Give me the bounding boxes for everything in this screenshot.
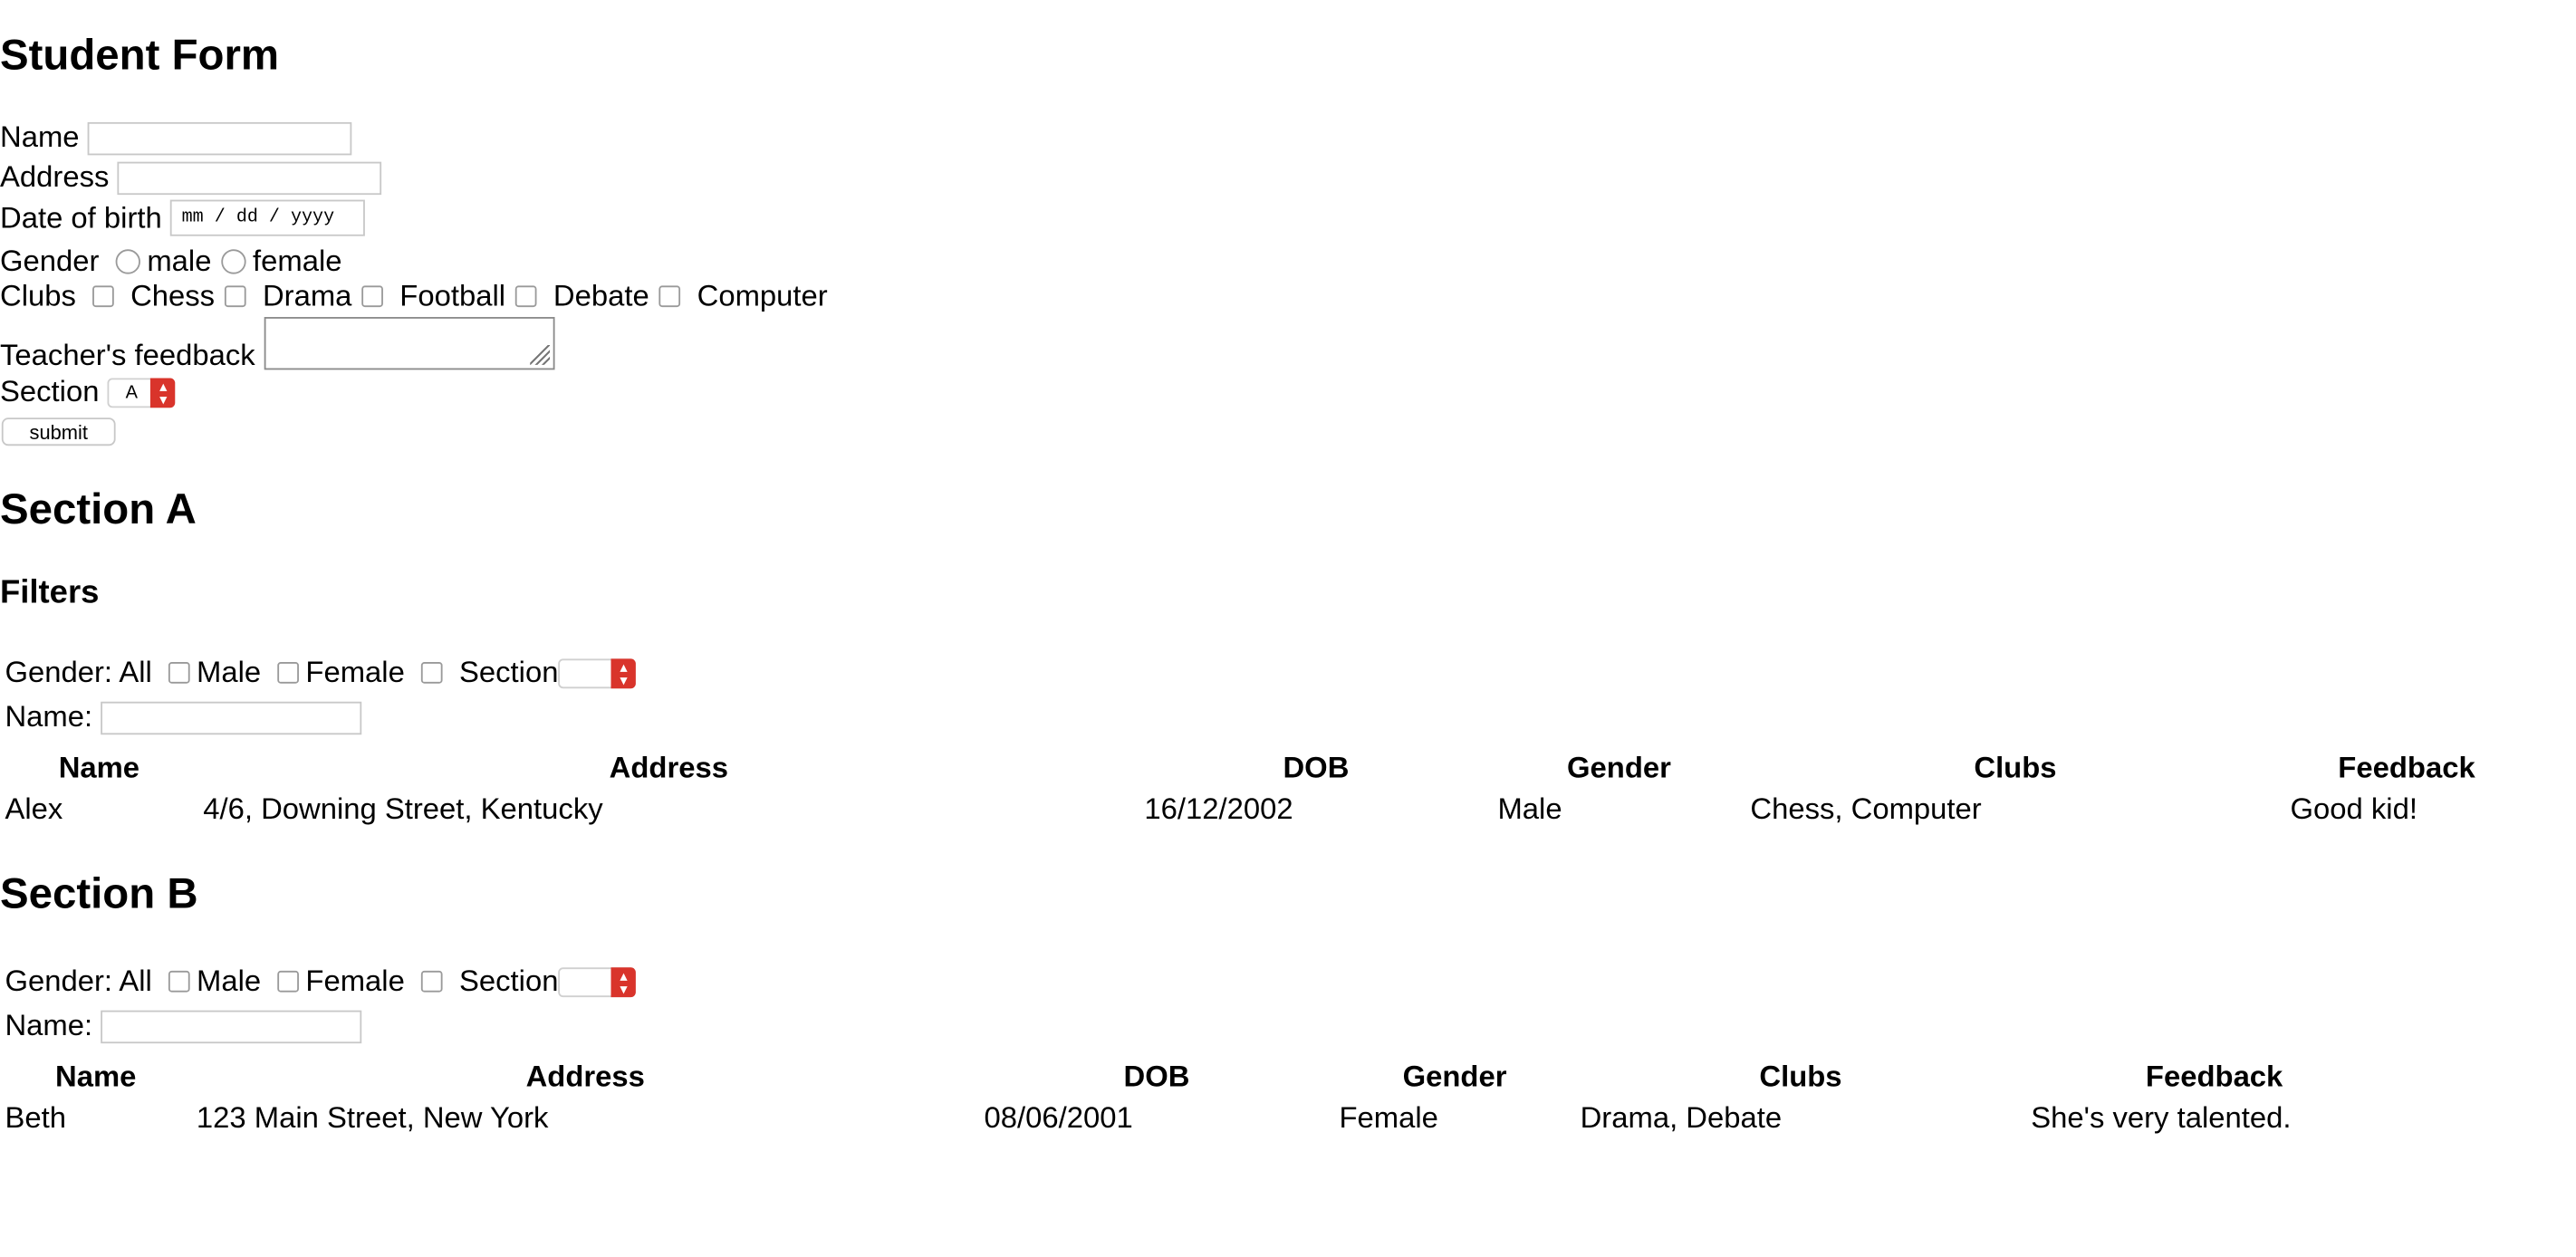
feedback-label: Teacher's feedback xyxy=(0,338,255,372)
name-filter-label: Name: xyxy=(5,699,93,734)
club-chess-checkbox[interactable] xyxy=(92,285,114,308)
gender-all-label: Gender: All xyxy=(5,655,152,689)
filter-female-label: Female xyxy=(305,964,405,998)
table-cell: Male xyxy=(1497,792,1562,826)
address-input[interactable] xyxy=(117,160,382,195)
filter-section-checkbox[interactable] xyxy=(421,662,443,684)
name-row: Name xyxy=(0,120,352,155)
section-b-filter-row: Gender: All Male Female Section ▴▾ xyxy=(5,964,637,999)
gender-female-label: female xyxy=(253,244,342,278)
column-header: Clubs xyxy=(1974,751,2057,784)
select-arrows-icon: ▴▾ xyxy=(610,966,637,997)
table-cell: Chess, Computer xyxy=(1750,792,1982,826)
gender-all-label: Gender: All xyxy=(5,964,152,998)
filter-section-select[interactable]: ▴▾ xyxy=(558,966,637,997)
submit-row: submit xyxy=(1,417,116,446)
table-cell: Female xyxy=(1339,1100,1438,1135)
table-cell: 08/06/2001 xyxy=(984,1100,1133,1135)
filter-female-checkbox[interactable] xyxy=(277,970,300,993)
section-b-name-filter-row: Name: xyxy=(5,1008,362,1043)
table-row: Beth 123 Main Street, New York 08/06/200… xyxy=(0,1098,2402,1139)
resize-grip-icon[interactable] xyxy=(529,345,550,365)
table-row: Alex 4/6, Downing Street, Kentucky 16/12… xyxy=(0,789,2528,830)
table-cell: Drama, Debate xyxy=(1580,1100,1783,1135)
name-label: Name xyxy=(0,120,80,154)
table-cell: Alex xyxy=(5,792,63,826)
table-cell: She's very talented. xyxy=(2031,1100,2292,1135)
column-header: Address xyxy=(525,1060,645,1093)
club-drama-label: Drama xyxy=(262,279,352,312)
filter-male-checkbox[interactable] xyxy=(168,970,190,993)
table-cell: 123 Main Street, New York xyxy=(196,1100,549,1135)
column-header: DOB xyxy=(1283,751,1350,784)
filters-title: Filters xyxy=(0,574,100,611)
club-chess-label: Chess xyxy=(130,279,216,312)
filter-section-label: Section xyxy=(458,655,559,689)
select-arrows-icon: ▴▾ xyxy=(150,377,176,408)
feedback-row: Teacher's feedback xyxy=(0,317,554,371)
form-title: Student Form xyxy=(0,29,280,80)
club-football-label: Football xyxy=(399,279,506,312)
filter-male-label: Male xyxy=(197,655,262,689)
filter-male-checkbox[interactable] xyxy=(168,662,190,684)
section-label: Section xyxy=(0,374,100,408)
table-cell: Good kid! xyxy=(2290,792,2417,826)
club-drama-checkbox[interactable] xyxy=(225,285,246,308)
dob-row: Date of birth mm / dd / yyyy xyxy=(0,199,365,236)
club-debate-label: Debate xyxy=(553,279,649,312)
section-b-title: Section B xyxy=(0,868,198,918)
gender-female-radio[interactable] xyxy=(221,249,246,274)
select-arrows-icon: ▴▾ xyxy=(610,657,637,688)
clubs-label: Clubs xyxy=(0,279,76,312)
name-filter-input[interactable] xyxy=(101,1009,362,1043)
address-label: Address xyxy=(0,159,110,194)
table-header-row: Name Address DOB Gender Clubs Feedback xyxy=(0,1057,2402,1099)
filter-male-label: Male xyxy=(197,964,262,998)
column-header: Clubs xyxy=(1759,1060,1842,1093)
column-header: DOB xyxy=(1123,1060,1190,1093)
gender-label: Gender xyxy=(0,244,100,278)
section-a-name-filter-row: Name: xyxy=(5,699,362,734)
dob-label: Date of birth xyxy=(0,200,162,234)
feedback-textarea[interactable] xyxy=(263,317,554,370)
table-header-row: Name Address DOB Gender Clubs Feedback xyxy=(0,748,2528,790)
submit-button[interactable]: submit xyxy=(1,417,116,446)
filter-section-label: Section xyxy=(458,964,559,998)
table-cell: Beth xyxy=(5,1100,66,1135)
section-select-value: A xyxy=(125,382,139,402)
section-b-table: Name Address DOB Gender Clubs Feedback B… xyxy=(0,1057,2402,1139)
name-filter-input[interactable] xyxy=(101,700,362,734)
section-row: Section A ▴▾ xyxy=(0,375,176,409)
club-debate-checkbox[interactable] xyxy=(515,285,537,308)
section-select[interactable]: A ▴▾ xyxy=(107,377,176,408)
section-a-title: Section A xyxy=(0,484,197,533)
column-header: Address xyxy=(609,751,728,784)
table-cell: 16/12/2002 xyxy=(1144,792,1293,826)
club-football-checkbox[interactable] xyxy=(361,285,384,308)
column-header: Name xyxy=(58,751,140,784)
name-filter-label: Name: xyxy=(5,1008,93,1042)
table-cell: 4/6, Downing Street, Kentucky xyxy=(203,792,603,826)
gender-male-radio[interactable] xyxy=(115,249,141,274)
filter-section-checkbox[interactable] xyxy=(421,970,443,993)
column-header: Name xyxy=(55,1060,137,1093)
column-header: Gender xyxy=(1566,751,1671,784)
clubs-row: Clubs Chess Drama Football Debate Comput… xyxy=(0,279,828,313)
column-header: Feedback xyxy=(2338,751,2475,784)
club-computer-label: Computer xyxy=(697,279,828,312)
column-header: Feedback xyxy=(2145,1060,2283,1093)
filter-female-checkbox[interactable] xyxy=(277,662,300,684)
section-a-filter-row: Gender: All Male Female Section ▴▾ xyxy=(5,655,637,690)
filter-female-label: Female xyxy=(305,655,405,689)
column-header: Gender xyxy=(1402,1060,1507,1093)
gender-row: Gender male female xyxy=(0,245,342,279)
club-computer-checkbox[interactable] xyxy=(658,285,681,308)
section-a-table: Name Address DOB Gender Clubs Feedback A… xyxy=(0,748,2528,830)
address-row: Address xyxy=(0,159,382,195)
dob-input[interactable]: mm / dd / yyyy xyxy=(169,199,365,236)
filter-section-select[interactable]: ▴▾ xyxy=(558,657,637,688)
name-input[interactable] xyxy=(87,120,352,155)
gender-male-label: male xyxy=(147,244,212,278)
